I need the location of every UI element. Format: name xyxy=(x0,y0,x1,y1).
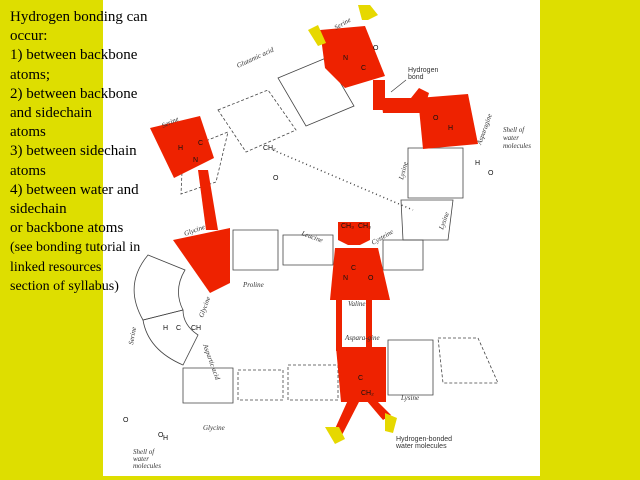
svg-text:O: O xyxy=(273,175,279,182)
label-shell-bottom-2: water xyxy=(133,455,149,463)
label-glycine-left: Glycine xyxy=(197,295,212,318)
hydrogen-bond-arrow xyxy=(390,79,407,93)
label-aspartic-acid: Aspartic acid xyxy=(201,342,222,381)
note-line: 4) between water and xyxy=(10,181,139,198)
svg-text:CH₂: CH₂ xyxy=(263,145,276,152)
note-line: linked resources xyxy=(10,259,102,275)
note-line: atoms xyxy=(10,124,46,141)
svg-text:C: C xyxy=(358,375,363,382)
label-hydrogen-bonded-water: Hydrogen-bonded xyxy=(396,436,452,443)
label-shell-top: Shell of xyxy=(503,126,525,134)
svg-text:CH₃: CH₃ xyxy=(341,223,354,230)
label-leucine: Leucine xyxy=(299,229,324,244)
highlighted-residues xyxy=(150,26,478,435)
svg-text:O: O xyxy=(123,417,129,424)
valine-sidechain-highlight xyxy=(338,222,370,245)
label-shell-top-2: water xyxy=(503,134,519,142)
note-line: 1) between backbone xyxy=(10,47,138,64)
label-asparagine-top: Asparagine xyxy=(475,113,494,147)
valine-highlight xyxy=(330,248,390,300)
label-asparagine-bottom: Aspara-gine xyxy=(344,334,380,342)
note-line: or backbone atoms xyxy=(10,220,124,237)
label-shell-top-3: molecules xyxy=(503,142,531,150)
label-hydrogen-bond: Hydrogen xyxy=(408,67,438,74)
water-molecules-highlight xyxy=(308,5,397,444)
label-lysine-bottom: Lysine xyxy=(400,394,419,402)
note-line: Hydrogen bonding can xyxy=(10,9,148,25)
svg-text:O: O xyxy=(488,170,494,177)
note-line: (see bonding tutorial in xyxy=(10,240,141,256)
note-line: sidechain xyxy=(10,201,67,218)
svg-text:N: N xyxy=(343,55,348,62)
note-line: occur: xyxy=(10,28,48,45)
label-cysteine: Cysteine xyxy=(370,228,395,247)
label-glycine-bottom: Glycine xyxy=(203,424,225,432)
serine-top-highlight xyxy=(320,26,385,88)
label-shell-bottom: Shell of xyxy=(133,448,155,456)
slide-notes: Hydrogen bonding can occur: 1) between b… xyxy=(10,8,190,296)
label-hydrogen-bond-2: bond xyxy=(408,74,424,81)
svg-text:O: O xyxy=(368,275,374,282)
label-proline: Proline xyxy=(242,281,264,289)
svg-text:H: H xyxy=(475,160,480,167)
svg-text:N: N xyxy=(193,157,198,164)
glycine-highlight xyxy=(173,228,230,293)
svg-text:H: H xyxy=(178,145,183,152)
svg-text:H: H xyxy=(163,325,168,332)
svg-text:CH: CH xyxy=(191,325,201,332)
note-line: 2) between backbone xyxy=(10,85,138,102)
svg-text:O: O xyxy=(158,432,164,439)
label-valine: Valine xyxy=(348,300,366,308)
svg-text:H: H xyxy=(448,125,453,132)
svg-text:O: O xyxy=(433,115,439,122)
note-line: 3) between sidechain xyxy=(10,143,137,160)
svg-text:C: C xyxy=(361,65,366,72)
note-line: atoms; xyxy=(10,66,50,83)
asparagine-top-highlight xyxy=(418,94,478,149)
diagram-panel xyxy=(103,0,540,476)
label-serine-bottom: Serine xyxy=(127,326,138,345)
residue-outlines xyxy=(133,57,499,404)
asparagine-bottom-highlight xyxy=(336,347,386,402)
svg-text:CH₂: CH₂ xyxy=(361,390,374,397)
note-line: section of syllabus) xyxy=(10,278,119,294)
svg-text:C: C xyxy=(198,140,203,147)
svg-text:N: N xyxy=(343,275,348,282)
svg-text:H: H xyxy=(163,435,168,442)
label-hydrogen-bonded-water-2: water molecules xyxy=(395,443,447,450)
note-line: atoms xyxy=(10,162,46,179)
label-shell-bottom-3: molecules xyxy=(133,462,161,470)
label-lysine-right-2: Lysine xyxy=(437,211,451,232)
svg-text:C: C xyxy=(351,265,356,272)
serine-left-highlight xyxy=(150,116,214,178)
svg-text:C: C xyxy=(176,325,181,332)
svg-text:O: O xyxy=(373,45,379,52)
svg-text:CH₃: CH₃ xyxy=(358,223,371,230)
label-glutamic-acid: Glutamic acid xyxy=(235,46,275,70)
note-line: and sidechain xyxy=(10,105,93,122)
